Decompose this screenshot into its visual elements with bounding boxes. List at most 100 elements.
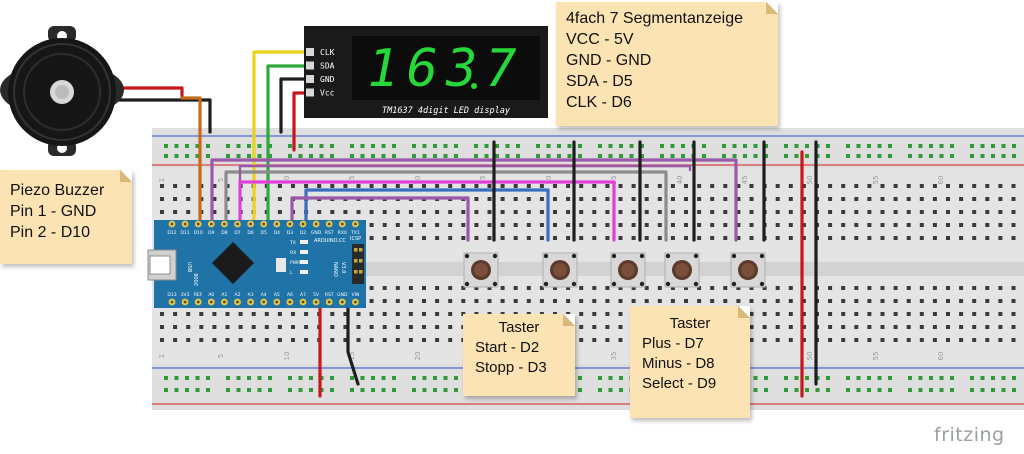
- breadboard-hole: [526, 184, 531, 188]
- nano-pin-hole: [170, 222, 174, 226]
- breadboard-hole: [684, 299, 688, 303]
- breadboard-hole: [657, 236, 662, 240]
- breadboard-hole: [513, 236, 518, 240]
- nano-pin-hole: [288, 300, 292, 304]
- breadboard-rail-hole: [257, 376, 262, 380]
- breadboard-hole: [474, 197, 479, 201]
- breadboard-hole: [422, 325, 426, 329]
- breadboard-rail-hole: [454, 144, 458, 148]
- breadboard-rail-hole: [918, 376, 923, 380]
- breadboard-hole: [173, 338, 178, 342]
- breadboard-column-number: 35: [610, 176, 618, 185]
- breadboard-column-number: 1: [158, 354, 166, 358]
- note-buttons-right-line: Minus - D8: [642, 355, 715, 372]
- breadboard-rail-hole: [350, 144, 354, 148]
- breadboard-rail-hole: [288, 376, 292, 380]
- breadboard-hole: [906, 210, 911, 214]
- breadboard-hole: [880, 236, 885, 240]
- breadboard-hole: [212, 184, 217, 188]
- breadboard-hole: [553, 236, 557, 240]
- breadboard-hole: [592, 286, 597, 290]
- nano-pin-hole: [340, 222, 344, 226]
- breadboard-rail-hole: [608, 154, 613, 158]
- breadboard-hole: [408, 325, 413, 329]
- breadboard-hole: [579, 299, 584, 303]
- breadboard-hole: [1011, 338, 1016, 342]
- breadboard-hole: [579, 286, 584, 290]
- breadboard-hole: [749, 184, 754, 188]
- note-display-line: GND - GND: [566, 52, 652, 69]
- nano-pin-hole: [314, 300, 318, 304]
- breadboard-hole: [487, 286, 492, 290]
- breadboard-hole: [932, 236, 937, 240]
- breadboard-hole: [775, 286, 780, 290]
- nano-pin-hole: [236, 222, 239, 226]
- nano-pin-hole: [209, 300, 213, 304]
- board-year: 2008: [194, 273, 200, 286]
- breadboard-hole: [395, 338, 400, 342]
- nano-pin-hole: [327, 300, 331, 304]
- breadboard-hole: [395, 210, 400, 214]
- breadboard-hole: [199, 338, 204, 342]
- breadboard-hole: [369, 338, 374, 342]
- breadboard-rail-hole: [495, 144, 499, 148]
- breadboard-column-number: 15: [348, 352, 356, 361]
- breadboard-rail-hole: [877, 388, 882, 392]
- breadboard-hole: [880, 338, 885, 342]
- note-fold: [766, 2, 778, 14]
- breadboard-column-number: 5: [217, 354, 225, 358]
- breadboard-hole: [330, 325, 335, 329]
- breadboard-hole: [356, 325, 361, 329]
- breadboard-rail-hole: [164, 376, 168, 380]
- display-pin: [306, 48, 314, 56]
- breadboard-hole: [880, 299, 885, 303]
- breadboard-hole: [618, 210, 623, 214]
- breadboard-hole: [539, 299, 544, 303]
- breadboard-hole: [605, 197, 610, 201]
- note-display-line: CLK - D6: [566, 94, 632, 111]
- breadboard-rail-hole: [392, 376, 396, 380]
- breadboard-hole: [919, 286, 924, 290]
- nano-pin-label: A4: [261, 292, 267, 298]
- breadboard-hole: [801, 286, 806, 290]
- display-digits: 1637: [367, 39, 524, 99]
- breadboard-rail-hole: [681, 144, 685, 148]
- breadboard-rail-hole: [236, 376, 241, 380]
- breadboard-rail-hole: [722, 144, 726, 148]
- breadboard-hole: [972, 325, 977, 329]
- breadboard-hole: [526, 236, 531, 240]
- breadboard-hole: [369, 325, 374, 329]
- breadboard-hole: [500, 286, 505, 290]
- nano-led: [300, 250, 308, 254]
- breadboard-hole: [1011, 286, 1016, 290]
- breadboard-hole: [618, 325, 623, 329]
- breadboard-hole: [880, 210, 885, 214]
- breadboard-rail-hole: [206, 144, 210, 148]
- breadboard-hole: [356, 338, 361, 342]
- nano-pin-label: RST: [325, 230, 334, 236]
- breadboard-rail-hole: [918, 388, 923, 392]
- note-fold: [738, 306, 750, 318]
- breadboard-rail-hole: [950, 144, 954, 148]
- wire-d2-purple: [290, 196, 470, 242]
- breadboard-hole: [670, 286, 675, 290]
- breadboard-rail-hole: [371, 376, 375, 380]
- breadboard-hole: [657, 184, 662, 188]
- breadboard-rail-hole: [608, 144, 613, 148]
- wire-gnd-black-display: [279, 77, 312, 134]
- nano-pin-hole: [301, 300, 305, 304]
- breadboard-rail-hole: [991, 144, 995, 148]
- breadboard-hole: [251, 325, 256, 329]
- breadboard-hole: [644, 184, 649, 188]
- breadboard-rail-hole: [939, 144, 944, 148]
- nano-pin-hole: [354, 222, 357, 226]
- breadboard-rail-hole: [174, 154, 179, 158]
- breadboard-hole: [697, 210, 702, 214]
- breadboard-rail-hole: [670, 144, 675, 148]
- breadboard-hole: [605, 312, 610, 316]
- nano-pin-hole: [223, 222, 226, 226]
- breadboard-hole: [592, 223, 597, 227]
- breadboard-hole: [710, 236, 715, 240]
- nano-led-label: PWR: [290, 260, 300, 266]
- breadboard-hole: [828, 325, 833, 329]
